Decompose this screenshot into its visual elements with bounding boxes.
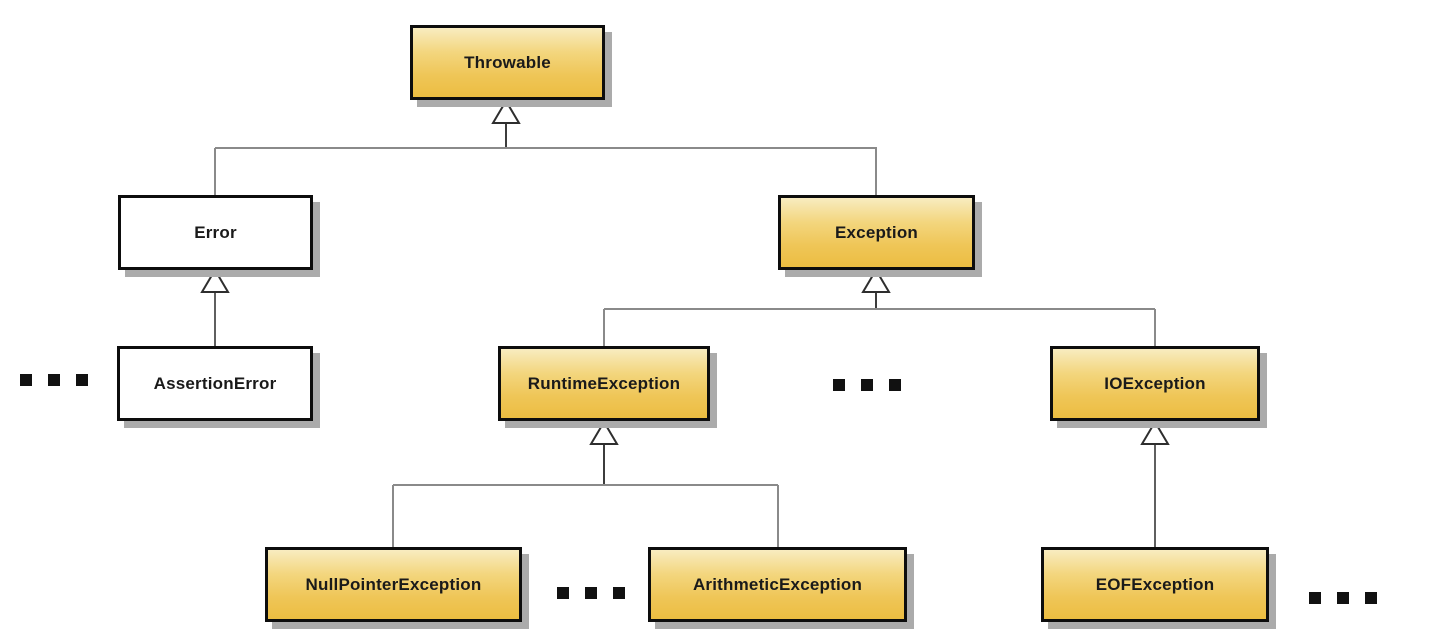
node-exception: Exception — [778, 195, 975, 270]
ellipsis-dot — [1309, 592, 1321, 604]
ellipsis-dot — [861, 379, 873, 391]
edge-runtimeexception-children — [392, 420, 779, 547]
ellipsis-more-errors — [20, 374, 88, 386]
ellipsis-more-io-exceptions — [1309, 592, 1377, 604]
inheritance-triangle-icon — [1140, 420, 1170, 445]
node-label: EOFException — [1095, 574, 1215, 594]
node-label: Throwable — [464, 52, 551, 72]
ellipsis-dot — [889, 379, 901, 391]
edge-throwable-children — [214, 99, 877, 195]
node-label: AssertionError — [153, 373, 277, 393]
ellipsis-dot — [1365, 592, 1377, 604]
ellipsis-dot — [20, 374, 32, 386]
node-label: IOException — [1104, 373, 1206, 393]
node-label: RuntimeException — [527, 373, 681, 393]
node-label: NullPointerException — [305, 574, 482, 594]
node-label: Error — [194, 222, 237, 242]
node-throwable: Throwable — [410, 25, 605, 100]
node-label: ArithmeticException — [692, 574, 863, 594]
node-nullpointerexception: NullPointerException — [265, 547, 522, 622]
ellipsis-dot — [585, 587, 597, 599]
node-ioexception: IOException — [1050, 346, 1260, 421]
ellipsis-more-exceptions — [833, 379, 901, 391]
node-runtimeexception: RuntimeException — [498, 346, 710, 421]
ellipsis-dot — [613, 587, 625, 599]
node-label: Exception — [834, 222, 919, 242]
ellipsis-dot — [48, 374, 60, 386]
ellipsis-dot — [557, 587, 569, 599]
ellipsis-dot — [1337, 592, 1349, 604]
edge-error-assertionerror — [200, 268, 230, 346]
inheritance-triangle-icon — [589, 420, 619, 445]
edge-exception-children — [603, 268, 1156, 346]
node-arithmeticexception: ArithmeticException — [648, 547, 907, 622]
inheritance-triangle-icon — [491, 99, 521, 124]
ellipsis-dot — [76, 374, 88, 386]
inheritance-triangle-icon — [200, 268, 230, 293]
node-error: Error — [118, 195, 313, 270]
edge-ioexception-eofexception — [1140, 420, 1170, 547]
node-assertionerror: AssertionError — [117, 346, 313, 421]
ellipsis-more-runtime-exceptions — [557, 587, 625, 599]
inheritance-triangle-icon — [861, 268, 891, 293]
node-eofexception: EOFException — [1041, 547, 1269, 622]
ellipsis-dot — [833, 379, 845, 391]
